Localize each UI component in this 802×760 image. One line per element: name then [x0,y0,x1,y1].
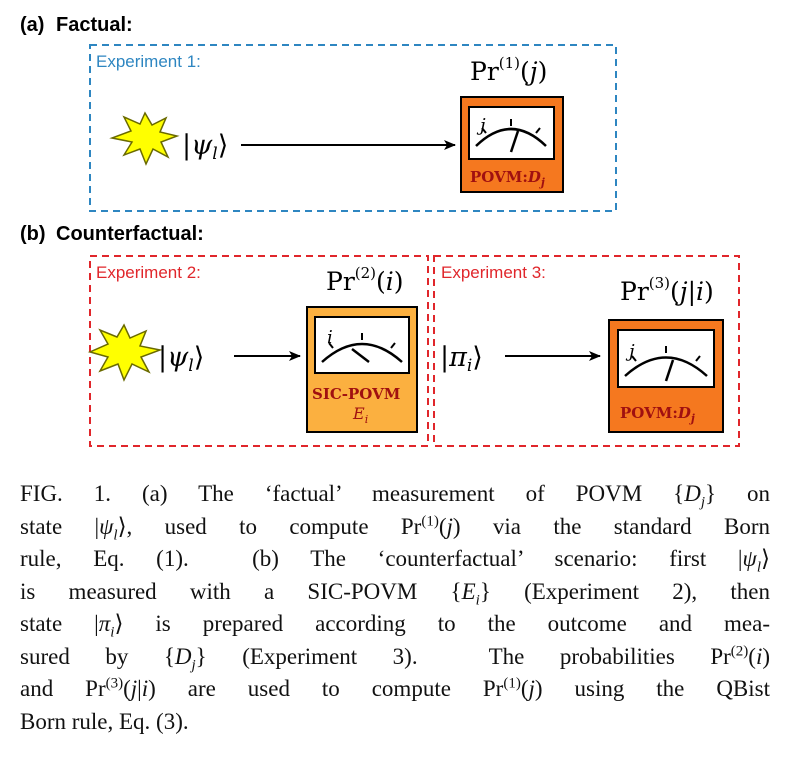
light-source-star-icon [109,111,180,166]
detector-a-label: POVM:Dj [470,168,545,189]
tick [695,355,701,362]
experiment2-probability-label: Pr(2)(i) [326,264,404,296]
figure-caption: FIG. 1. (a) The ‘factual’ measurement of… [20,478,770,738]
caption-line: state |ψl⟩, used to compute Pr(1)(j) via… [20,512,770,544]
experiment1-label: Experiment 1: [96,52,201,71]
meter-b-dial-icon [321,342,403,363]
meter-a-index: j [476,115,486,136]
tick [328,342,334,349]
caption-line: state |πi⟩ is prepared according to the … [20,611,770,641]
experiment1-probability-label: Pr(1)(j) [470,54,547,86]
experiment1-box [89,44,617,212]
tick [535,127,541,134]
meter-b-needle-icon [351,348,370,363]
experiment2-box [89,255,429,447]
panel-a-label: (a) [20,14,44,36]
experiment3-probability-label: Pr(3)(j|i) [620,274,714,307]
meter-c-index: j [625,341,635,362]
caption-line: Born rule, Eq. (3). [20,708,189,734]
detector-b-label-line2: Ei [352,404,368,426]
experiment3-state-label: |πi⟩ [440,342,483,376]
experiment2-label: Experiment 2: [96,263,201,282]
meter-c-needle-icon [664,359,675,382]
panel-a-title: Factual: [56,14,133,36]
tick [481,127,487,134]
detector-c-label: POVM:Dj [620,404,695,425]
experiment1-state-label: |ψl⟩ [182,130,228,164]
diagram: (a) Factual: Experiment 1: |ψl⟩ Pr(1)(j)… [20,14,740,447]
meter-b-index: i [327,327,333,348]
panel-b-label: (b) [20,223,46,245]
caption-line: is measured with a SIC-POVM {Ei} (Experi… [20,578,770,609]
meter-a-dial-icon [475,127,547,147]
caption-line: rule, Eq. (1). (b) The ‘counterfactual’ … [20,546,770,576]
detector-b-label-line1: SIC-POVM [312,385,400,403]
tick [390,342,396,349]
meter-a-needle-icon [509,130,520,153]
experiment3-box [433,255,740,447]
caption-line: FIG. 1. (a) The ‘factual’ measurement of… [20,481,770,511]
panel-b-title: Counterfactual: [56,223,204,245]
tick [631,355,637,362]
light-source-star-b-icon [87,323,163,382]
experiment3-label: Experiment 3: [441,263,546,282]
experiment2-state-label: |ψl⟩ [158,342,204,376]
caption-line: and Pr(3)(j|i) are used to compute Pr(1)… [20,675,770,701]
caption-line: sured by {Dj} (Experiment 3). The probab… [20,642,771,674]
meter-c-dial-icon [624,356,708,377]
